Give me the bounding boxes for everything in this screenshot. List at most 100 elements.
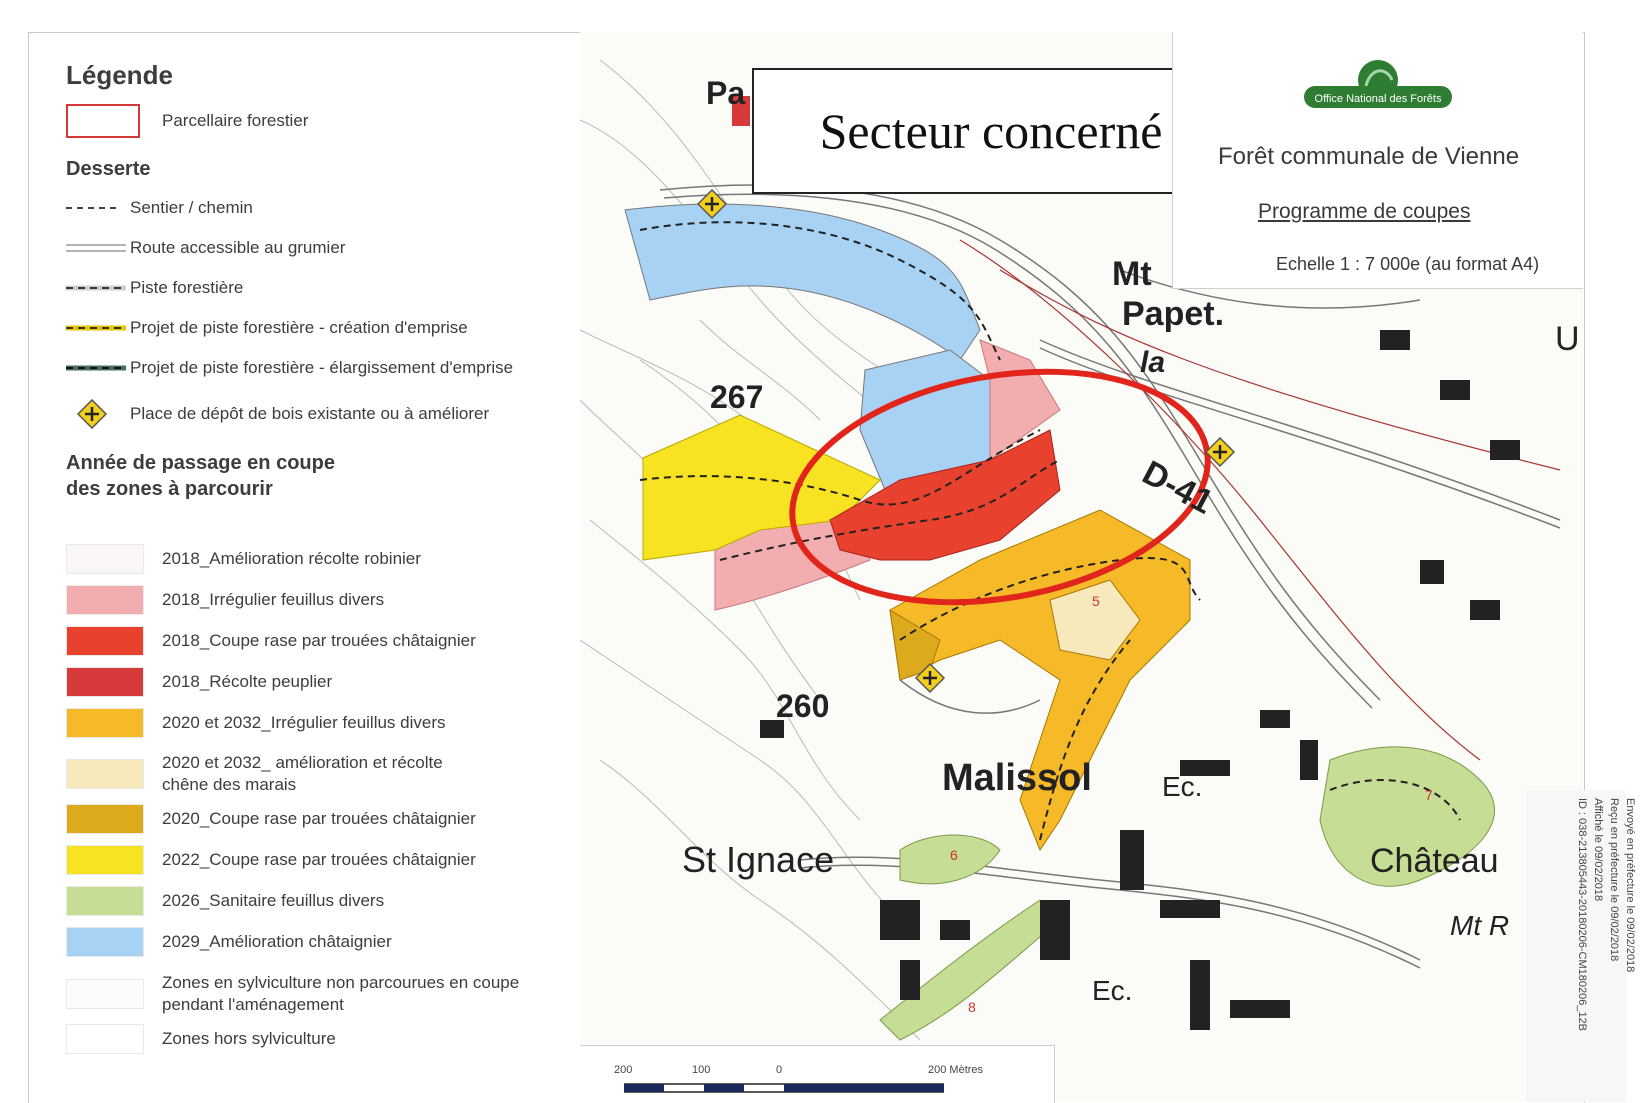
map-label-alt267: 267 [710, 379, 763, 415]
legend-zone: 2018_Coupe rase par trouées châtaignier [66, 626, 476, 656]
depot-icon [914, 662, 946, 694]
zone-label-line: 2018_Amélioration récolte robinier [162, 549, 421, 568]
zone-label-line: 2018_Récolte peuplier [162, 672, 333, 691]
map-label-la: la [1140, 346, 1165, 379]
zone-label: 2029_Amélioration châtaignier [162, 931, 392, 953]
zone-label: 2018_Récolte peuplier [162, 671, 332, 693]
sector-callout: Secteur concerné [752, 68, 1230, 194]
legend-parcel-label: Parcellaire forestier [162, 111, 309, 130]
legend-line-creation: Projet de piste forestière - création d'… [66, 313, 468, 343]
legend-zone: 2018_Irrégulier feuillus divers [66, 585, 384, 615]
zone-swatch [66, 886, 144, 916]
zone-swatch [66, 845, 144, 875]
legend-zone: 2026_Sanitaire feuillus divers [66, 886, 384, 916]
map-label-papet: Papet. [1122, 295, 1224, 333]
zone-label-line: 2018_Irrégulier feuillus divers [162, 590, 385, 609]
map-label-u: U [1555, 320, 1580, 358]
zone-label-line: Zones hors sylviculture [162, 1029, 336, 1048]
zone-swatch [66, 544, 144, 574]
dashed-thick-symbol [66, 285, 126, 291]
zone-swatch [66, 759, 144, 789]
legend-depot-label: Place de dépôt de bois existante ou à am… [130, 404, 490, 423]
legend-zone: 2020 et 2032_Irrégulier feuillus divers [66, 708, 446, 738]
zone-swatch [66, 667, 144, 697]
scalebar-label: 200 [614, 1064, 633, 1076]
stamp-line: ID : 038-213805443-20180206-CM180206_12B [1576, 798, 1588, 1032]
depot-icon [1204, 436, 1236, 468]
scale-text: Echelle 1 : 7 000e (au format A4) [1276, 254, 1540, 274]
parcel-number: 8 [968, 999, 976, 1015]
desserte-title: Desserte [66, 158, 151, 180]
zone-swatch [66, 804, 144, 834]
zone-swatch [66, 927, 144, 957]
zone-label-line: 2020 et 2032_ amélioration et récolte [162, 753, 443, 772]
map-label-st-ignace: St Ignace [682, 839, 834, 880]
legend-parcel: Parcellaire forestier [66, 104, 309, 138]
legend-zone: Zones hors sylviculture [66, 1024, 336, 1054]
zone-label-line: pendant l'aménagement [162, 995, 344, 1014]
stamp-line: Envoyé en préfecture le 09/02/2018 [1624, 798, 1636, 973]
scalebar-label: 200 Mètres [928, 1064, 984, 1076]
years-title-2: des zones à parcourir [66, 478, 273, 500]
zone-swatch [66, 1024, 144, 1054]
scalebar-box [580, 1045, 1055, 1103]
program-title: Programme de coupes [1258, 200, 1471, 223]
onf-logo: Office National des Forêts [1300, 58, 1456, 123]
zone-swatch [66, 626, 144, 656]
parcel-number: 6 [950, 847, 958, 863]
map-label-alt260: 260 [776, 688, 829, 724]
legend-zone: 2029_Amélioration châtaignier [66, 927, 392, 957]
legend-line-route: Route accessible au grumier [66, 233, 345, 263]
legend-line-label: Route accessible au grumier [130, 238, 346, 257]
legend-zone: 2022_Coupe rase par trouées châtaignier [66, 845, 476, 875]
zone-label: 2022_Coupe rase par trouées châtaignier [162, 849, 476, 871]
legend-line-label: Projet de piste forestière - élargisseme… [130, 358, 514, 377]
stamp-line: Reçu en préfecture le 09/02/2018 [1608, 798, 1620, 962]
zone-label: 2018_Irrégulier feuillus divers [162, 589, 384, 611]
map-label-malissol: Malissol [942, 757, 1092, 799]
legend-line-label: Sentier / chemin [130, 198, 253, 217]
double-line-symbol [66, 244, 126, 252]
legend-line-piste: Piste forestière [66, 273, 243, 303]
zone-label-line: 2018_Coupe rase par trouées châtaignier [162, 631, 476, 650]
legend-zone: 2018_Amélioration récolte robinier [66, 544, 421, 574]
zone-label: 2020 et 2032_Irrégulier feuillus divers [162, 712, 446, 734]
zone-label-line: 2022_Coupe rase par trouées châtaignier [162, 850, 476, 869]
legend-zone: 2020 et 2032_ amélioration et récolte chê… [66, 752, 443, 796]
legend-panel: Légende Parcellaire forestier Desserte S… [28, 32, 580, 1102]
legend-line-elargissement: Projet de piste forestière - élargisseme… [66, 353, 513, 383]
depot-icon [696, 188, 728, 220]
legend-zone: 2020_Coupe rase par trouées châtaignier [66, 804, 476, 834]
zone-label: 2026_Sanitaire feuillus divers [162, 890, 384, 912]
scalebar-label: 100 [692, 1064, 711, 1076]
map-label-mt-r: Mt R [1450, 910, 1509, 941]
zone-label-line: 2029_Amélioration châtaignier [162, 932, 392, 951]
years-title-1: Année de passage en coupe [66, 452, 335, 474]
prefecture-stamp [1526, 790, 1626, 1102]
legend-zone: Zones en sylviculture non parcourues en … [66, 972, 519, 1016]
zone-swatch [66, 979, 144, 1009]
depot-icon [76, 398, 108, 430]
legend-line-label: Piste forestière [130, 278, 244, 297]
zone-label: 2018_Amélioration récolte robinier [162, 548, 421, 570]
zone-label: 2018_Coupe rase par trouées châtaignier [162, 630, 476, 652]
zone-label-line: chêne des marais [162, 775, 297, 794]
scalebar [624, 1083, 944, 1093]
legend-title: Légende [66, 60, 173, 90]
dashed-line-symbol [66, 207, 116, 209]
parcel-number: 7 [1425, 787, 1433, 803]
stamp-line: Affiché le 09/02/2018 [1592, 798, 1604, 902]
legend-line-label: Projet de piste forestière - création d'… [130, 318, 468, 337]
logo-text: Office National des Forêts [1315, 93, 1442, 105]
zone-label-line: 2026_Sanitaire feuillus divers [162, 891, 385, 910]
map-label-pa: Pa [706, 75, 745, 111]
zone-label-line: Zones en sylviculture non parcourues en … [162, 973, 520, 992]
zone-swatch [66, 585, 144, 615]
legend-line-sentier: Sentier / chemin [66, 193, 253, 223]
parcel-number: 5 [1092, 593, 1100, 609]
dashed-dark-symbol [66, 365, 126, 371]
zone-label-line: 2020 et 2032_Irrégulier feuillus divers [162, 713, 446, 732]
map-canvas: Pa Mt Papet. la D-41 267 260 Malissol Ec… [580, 59, 1580, 1041]
zone-label: 2020 et 2032_ amélioration et récolte chê… [162, 752, 443, 796]
zone-label: 2020_Coupe rase par trouées châtaignier [162, 808, 476, 830]
